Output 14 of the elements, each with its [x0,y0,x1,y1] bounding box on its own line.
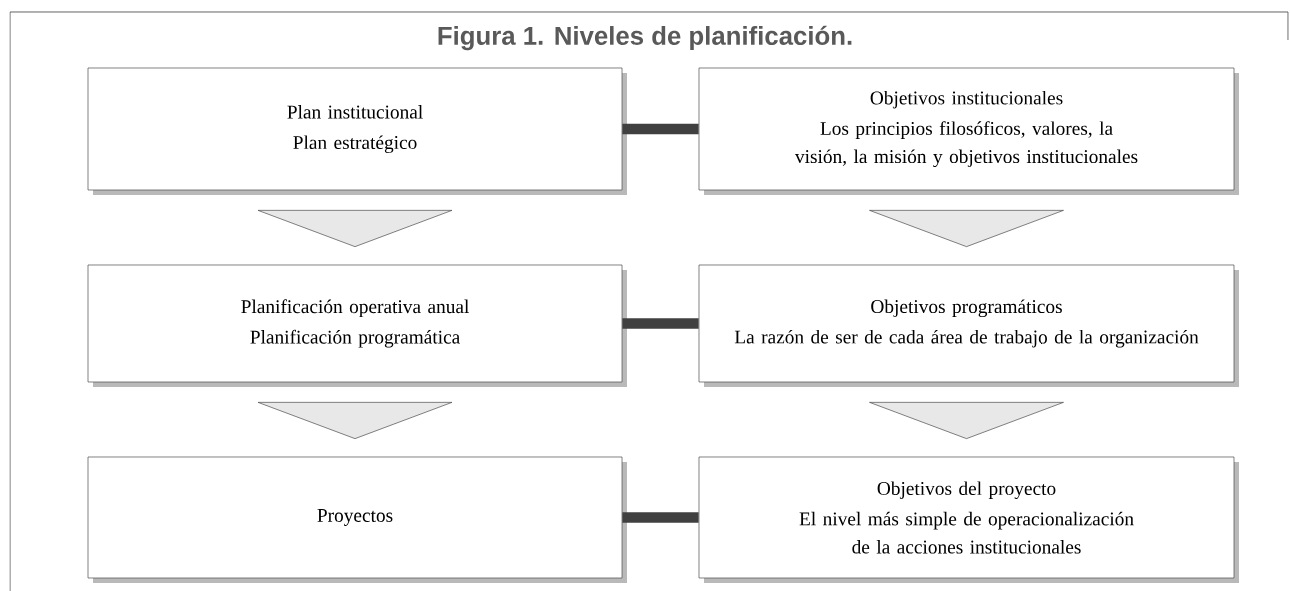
chevron-arrow [257,402,453,439]
chevron-arrow [869,210,1064,247]
connector-bar [622,318,699,329]
text-box: Plan institucional Plan estratégico [87,67,627,195]
figure-title: Figura 1. Niveles de planificación. [438,25,852,51]
chevron-arrow [257,210,453,247]
text-box: Objetivos institucionales Los principios filosóficos, valores, la visión, la misión y objetivos institucionales [698,67,1239,195]
connector-bar [622,123,699,135]
connector-bar [622,512,699,523]
text-box: Proyectos [87,456,627,583]
chevron-arrow [869,402,1064,439]
text-box: Objetivos del proyecto El nivel más simple de operacionalización de la acciones institucionales [698,456,1239,583]
text-box: Objetivos programáticos La razón de ser de cada área de trabajo de la organización [698,264,1239,387]
text-box: Planificación operativa anual Planificación programática [87,264,627,387]
